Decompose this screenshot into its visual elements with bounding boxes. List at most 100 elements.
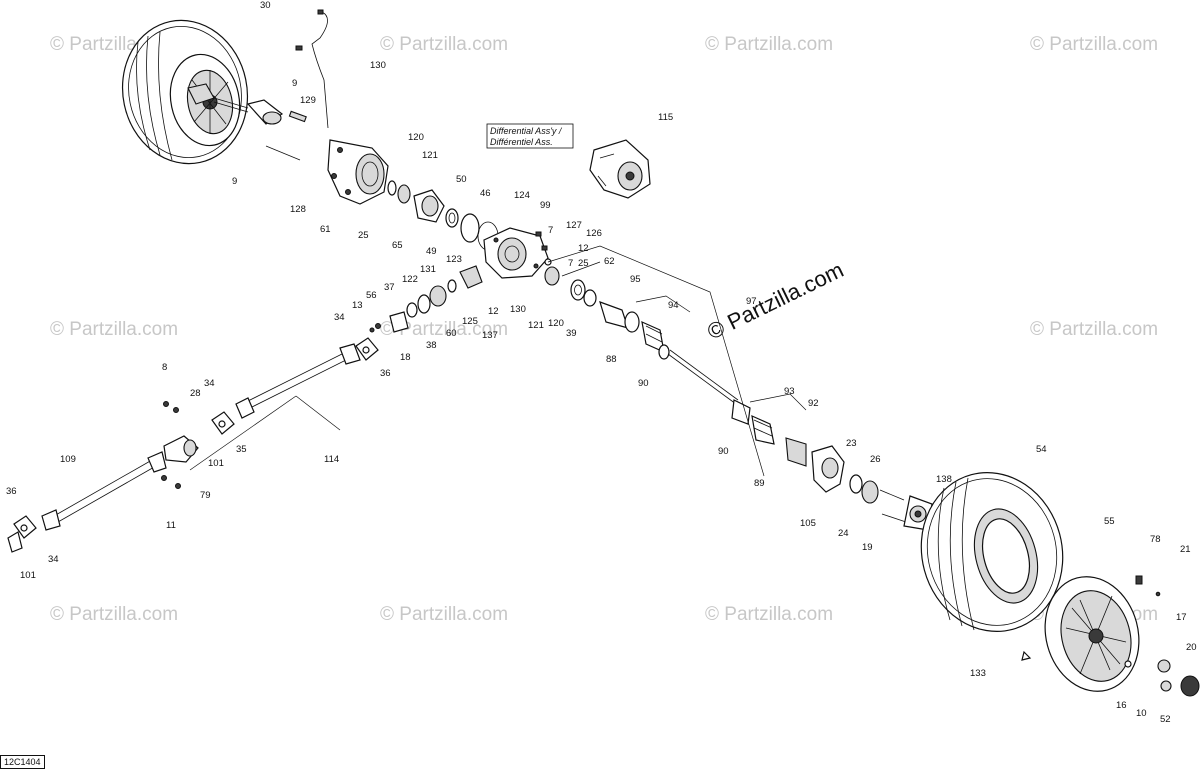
callout-label: 18	[400, 352, 411, 363]
callout-label: 123	[446, 254, 462, 265]
callout-label: 36	[380, 368, 391, 379]
pinion-stack	[369, 265, 483, 333]
brake-line	[311, 11, 329, 129]
callout-label: 105	[800, 518, 816, 529]
callout-label: 28	[190, 388, 201, 399]
callout-label: 25	[358, 230, 369, 241]
watermark: © Partzilla.com	[705, 604, 833, 625]
callout-label: 56	[366, 290, 377, 301]
u-joint-middle	[211, 411, 235, 435]
callout-label: 62	[604, 256, 615, 267]
left-axle-shaft	[187, 83, 307, 161]
watermark: © Partzilla.com	[50, 319, 178, 340]
callout-label: 8	[162, 362, 167, 373]
right-axle-shaft	[583, 289, 807, 467]
coupler	[161, 401, 199, 489]
callout-label: 137	[482, 330, 498, 341]
center-watermark: © Partzilla.com	[703, 257, 847, 344]
callout-label: 115	[658, 112, 673, 123]
center-hardware	[535, 231, 586, 301]
right-rim	[1044, 576, 1140, 692]
callout-label: 16	[1116, 700, 1127, 711]
callout-label: 12	[488, 306, 499, 317]
differential-label-box: Differential Ass'y / Différentiel Ass.	[486, 123, 574, 149]
callout-label: 90	[718, 446, 729, 457]
center-gearcase-housing	[483, 227, 549, 279]
callout-label: 30	[260, 0, 271, 11]
right-tire	[920, 472, 1064, 632]
callout-label: 13	[352, 300, 363, 311]
hub-bearing	[849, 474, 907, 523]
callout-label: 49	[426, 246, 437, 257]
callout-label: 92	[808, 398, 819, 409]
callout-label: 130	[510, 304, 526, 315]
callout-label: 20	[1186, 642, 1197, 653]
watermark: © Partzilla.com	[380, 319, 508, 340]
callout-label: 133	[970, 668, 986, 679]
callout-label: 26	[870, 454, 881, 465]
callout-label: 7	[568, 258, 573, 269]
watermark: © Partzilla.com	[1030, 34, 1158, 55]
diagram-id: 12C1404	[0, 755, 45, 769]
callout-label: 101	[20, 570, 36, 581]
prop-shaft-rear	[41, 451, 167, 531]
callout-label: 24	[838, 528, 849, 539]
differential-label: Differential Ass'y /	[490, 126, 563, 136]
callout-label: 37	[384, 282, 395, 293]
callout-label: 9	[292, 78, 297, 89]
callout-label: 36	[6, 486, 17, 497]
callout-label: 125	[462, 316, 478, 327]
callout-label: 50	[456, 174, 467, 185]
callout-label: 128	[290, 204, 306, 215]
callout-label: 25	[578, 258, 589, 269]
callout-label: 78	[1150, 534, 1161, 545]
clip	[295, 45, 303, 51]
callout-label: 21	[1180, 544, 1191, 555]
callout-label: 121	[422, 150, 438, 161]
watermark: © Partzilla.com	[1030, 319, 1158, 340]
callout-label: 120	[548, 318, 564, 329]
callout-label: 101	[208, 458, 224, 469]
callout-label: 11	[166, 520, 176, 531]
callout-label: 97	[746, 296, 757, 307]
callout-label: 19	[862, 542, 873, 553]
callout-label: 124	[514, 190, 530, 201]
u-joint-lower	[7, 515, 37, 553]
clip	[317, 9, 324, 15]
watermark: © Partzilla.com	[705, 34, 833, 55]
callout-label: 89	[754, 478, 765, 489]
callout-label: 121	[528, 320, 544, 331]
group-lines	[189, 245, 807, 477]
prop-shaft-front	[235, 343, 361, 419]
callout-label: 114	[324, 454, 339, 465]
callout-label: 88	[606, 354, 617, 365]
left-gearcase-housing	[327, 139, 389, 205]
callouts: 30 130 9 129 120 9 128 61 121 25 50 46 1…	[6, 0, 1197, 725]
callout-label: 126	[586, 228, 602, 239]
watermark: © Partzilla.com	[380, 34, 508, 55]
callout-label: 65	[392, 240, 403, 251]
callout-label: 131	[420, 264, 436, 275]
callout-label: 12	[578, 243, 589, 254]
callout-label: 129	[300, 95, 316, 106]
differential-label-2: Différentiel Ass.	[490, 137, 553, 147]
callout-label: 130	[370, 60, 386, 71]
callout-label: 52	[1160, 714, 1171, 725]
callout-label: 138	[936, 474, 952, 485]
callout-label: 127	[566, 220, 582, 231]
callout-label: 55	[1104, 516, 1115, 527]
watermark: © Partzilla.com	[380, 604, 508, 625]
callout-label: 120	[408, 132, 424, 143]
watermark: © Partzilla.com	[50, 604, 178, 625]
callout-label: 94	[668, 300, 679, 311]
callout-label: 17	[1176, 612, 1187, 623]
callout-label: 7	[548, 225, 553, 236]
callout-label: 109	[60, 454, 76, 465]
callout-label: 39	[566, 328, 577, 339]
callout-label: 60	[446, 328, 457, 339]
callout-label: 34	[334, 312, 345, 323]
callout-label: 90	[638, 378, 649, 389]
callout-label: 99	[540, 200, 551, 211]
right-hardware	[1021, 575, 1200, 697]
